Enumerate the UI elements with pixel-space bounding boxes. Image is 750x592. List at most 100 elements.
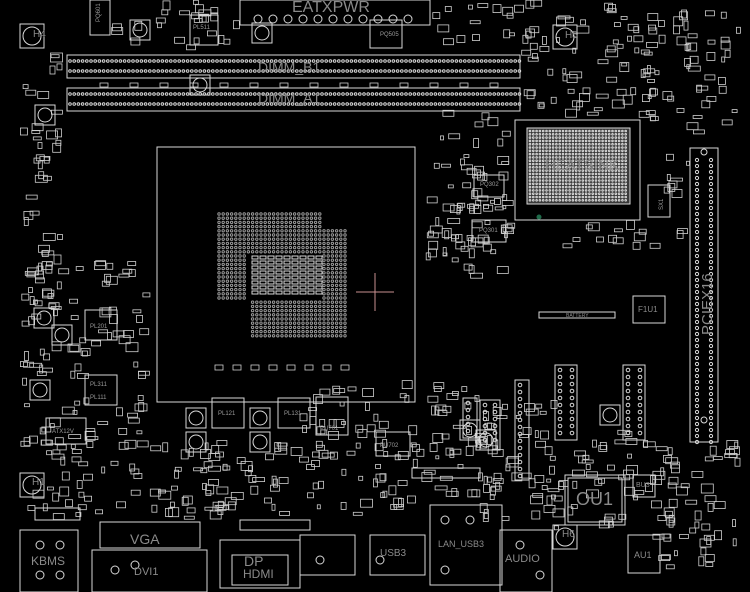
cpu-pin	[297, 229, 301, 233]
chipset-ball	[574, 189, 578, 192]
dimm-pin	[496, 102, 501, 106]
chipset-ball	[607, 152, 611, 156]
dimm-pin	[307, 102, 312, 106]
smd-pad	[24, 403, 30, 408]
cpu-pin	[246, 233, 251, 237]
cpu-pin	[288, 216, 293, 220]
dimm-pin	[185, 69, 190, 73]
dimm-pin	[215, 92, 219, 96]
cpu-pin	[263, 321, 267, 325]
cpu-pin	[259, 313, 263, 317]
chipset-ball	[538, 185, 542, 189]
pcie-pin	[708, 373, 714, 379]
smd-pad	[433, 386, 442, 393]
cpu-pin	[221, 250, 225, 254]
dimm-pin	[97, 102, 102, 106]
chipset-ball	[528, 133, 532, 136]
cpu-land	[267, 280, 275, 285]
smd-pad	[592, 439, 597, 448]
chipset-ball	[558, 169, 562, 172]
cpu-pin	[217, 271, 221, 275]
smd-pad	[20, 440, 31, 447]
label-usb3: USB3	[380, 548, 407, 559]
cpu-pin	[225, 287, 230, 292]
cpu-pin	[301, 212, 305, 216]
chipset-ball	[532, 152, 535, 156]
label-pl131: PL131	[284, 411, 302, 417]
chipset-ball	[601, 182, 604, 186]
smd-pad	[341, 421, 346, 425]
header-pin	[465, 428, 471, 434]
cpu-pin	[318, 329, 322, 334]
cpu-pin	[242, 229, 246, 233]
chipset-ball	[604, 166, 608, 169]
smd-pad	[483, 236, 490, 245]
chipset-ball	[607, 139, 611, 143]
smd-pad	[683, 20, 689, 31]
chipset-ball	[594, 182, 598, 186]
dimm-pin	[143, 69, 148, 73]
chipset-ball	[601, 189, 604, 192]
pcie-pin	[694, 187, 700, 193]
chipset-ball	[621, 142, 624, 146]
chipset-ball	[545, 166, 548, 169]
chipset-ball	[535, 192, 538, 195]
dimm-pin	[257, 69, 261, 73]
header-pin	[569, 367, 575, 373]
dimm-pin	[72, 69, 76, 73]
smd-pad	[83, 397, 90, 405]
chipset-ball	[561, 175, 565, 179]
smd-pad	[530, 495, 543, 505]
chipset-ball	[588, 169, 591, 172]
dimm-pin	[173, 102, 177, 106]
cpu-pin	[234, 271, 238, 275]
pcie-pin	[694, 313, 700, 319]
dimm-pin	[442, 102, 446, 106]
cpu-land	[307, 260, 315, 265]
dimm-pin	[76, 69, 81, 73]
chipset-ball	[571, 189, 575, 192]
header-pin	[637, 367, 643, 373]
smd-pad	[649, 88, 658, 96]
chipset-ball	[598, 136, 601, 139]
cpu-pin	[339, 325, 343, 330]
header-pin	[625, 409, 631, 415]
chipset-ball	[545, 199, 548, 202]
h5-mount-ring	[555, 27, 575, 47]
cpu-pin	[271, 317, 276, 321]
cpu-pin	[217, 279, 221, 283]
smd-pad	[339, 82, 349, 88]
cpu-pin	[229, 287, 234, 292]
cpu-pin	[250, 216, 255, 220]
dimm-pin	[80, 69, 85, 73]
smd-pad	[133, 361, 139, 368]
cpu-pin	[284, 334, 288, 338]
cpu-pin	[301, 241, 305, 246]
dimm-pin	[156, 69, 160, 73]
chipset-ball	[574, 175, 578, 179]
cpu-pin	[267, 220, 272, 225]
chipset-ball	[538, 152, 542, 156]
chipset-ball	[528, 159, 532, 162]
smd-pad	[136, 430, 143, 435]
cpu-pin	[305, 334, 309, 338]
smd-pad	[630, 87, 637, 96]
cpu-pin	[267, 317, 272, 321]
dimm-pin	[311, 102, 316, 106]
smd-pad	[713, 501, 726, 510]
cpu-pin	[263, 220, 267, 225]
chipset-ball	[558, 189, 562, 192]
cpu-pin	[217, 287, 221, 292]
smd-pad	[199, 448, 211, 459]
cpu-pin	[322, 258, 326, 262]
chipset-ball	[594, 133, 598, 136]
dimm-pin	[227, 69, 232, 73]
dimm-pin	[206, 59, 211, 63]
smd-pad	[216, 440, 228, 446]
cpu-pin	[280, 250, 284, 254]
chipset-ball	[621, 149, 624, 153]
header-pin	[569, 388, 575, 394]
chipset-ball	[598, 149, 601, 153]
dimm-pin	[374, 59, 379, 63]
